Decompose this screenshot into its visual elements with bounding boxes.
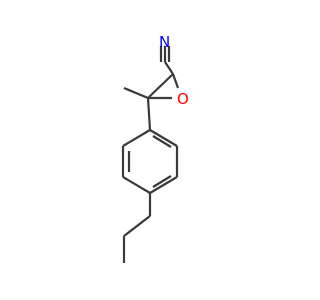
bond-methyl: [123, 86, 149, 100]
bond-ring-6: [122, 129, 151, 147]
bond-ring-double-2: [152, 175, 172, 188]
bond-c-cn: [164, 61, 174, 75]
bond-ring-link: [146, 97, 152, 131]
bond-propyl-2: [123, 215, 151, 237]
bond-epoxide-cc: [147, 73, 174, 99]
molecule-canvas: N O: [121, 33, 189, 263]
oxygen-label: O: [177, 90, 189, 108]
nitrogen-label: N: [159, 33, 170, 51]
bond-ring-3: [149, 176, 178, 194]
bond-ring-4: [122, 176, 151, 194]
bond-ring-double-1: [152, 135, 172, 148]
structure-diagram: N O: [121, 33, 189, 263]
bond-epoxide-co-1: [171, 73, 180, 89]
bond-ring-1: [149, 129, 178, 147]
